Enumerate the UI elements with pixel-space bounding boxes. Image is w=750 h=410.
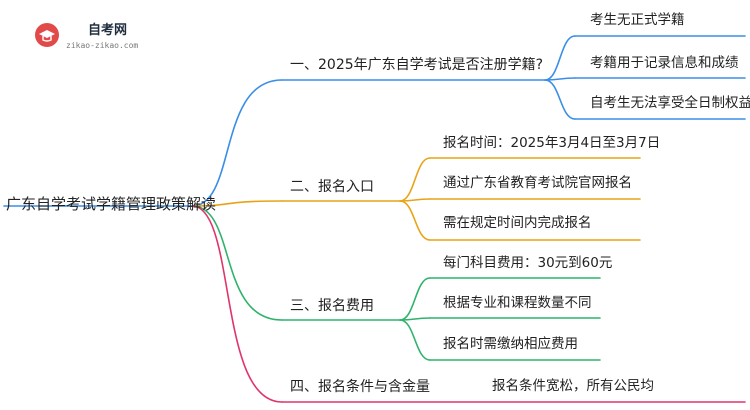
branch-1-leaf-2: 考籍用于记录信息和成绩	[590, 55, 739, 71]
branch-1-leaf-1: 考生无正式学籍	[590, 12, 685, 28]
branch-1-leaf-3: 自考生无法享受全日制权益	[590, 95, 750, 111]
branch-2-leaf-3: 需在规定时间内完成报名	[443, 215, 592, 231]
branch-1-leaf-3-connector	[544, 79, 576, 120]
branch-3-leaf-3: 报名时需缴纳相应费用	[443, 336, 578, 352]
branch-2-label: 二、报名入口	[290, 179, 374, 195]
branch-3-leaf-2: 根据专业和课程数量不同	[443, 295, 592, 311]
site-logo: 自考网 zikao-zikao.com	[34, 20, 154, 56]
branch-4-connector	[191, 205, 283, 403]
logo-title: 自考网	[88, 23, 128, 38]
graduation-cap-icon	[35, 23, 59, 47]
branch-3-label: 三、报名费用	[290, 298, 374, 314]
branch-2-leaf-1-connector	[399, 157, 431, 202]
connector-lines	[191, 35, 576, 403]
branch-2-leaf-2: 通过广东省教育考试院官网报名	[443, 175, 632, 191]
branch-3-leaf-3-connector	[399, 319, 431, 361]
branch-3-leaf-1: 每门科目费用：30元到60元	[443, 255, 613, 271]
logo-url: zikao-zikao.com	[66, 41, 139, 50]
root-node-label: 广东自学考试学籍管理政策解读	[6, 195, 217, 213]
branch-3-leaf-1-connector	[399, 277, 431, 321]
branch-1-connector	[191, 79, 283, 207]
branch-3-connector	[191, 205, 283, 321]
branch-2-leaf-3-connector	[399, 200, 431, 241]
branch-2-connector	[191, 200, 283, 207]
branch-1-label: 一、2025年广东自学考试是否注册学籍?	[290, 57, 544, 73]
branch-1-leaf-1-connector	[544, 35, 576, 81]
branch-4-leaf-1: 报名条件宽松，所有公民均	[492, 378, 654, 394]
underlines	[3, 35, 746, 403]
branch-4-label: 四、报名条件与含金量	[290, 379, 430, 395]
branch-2-leaf-1: 报名时间：2025年3月4日至3月7日	[443, 135, 661, 151]
